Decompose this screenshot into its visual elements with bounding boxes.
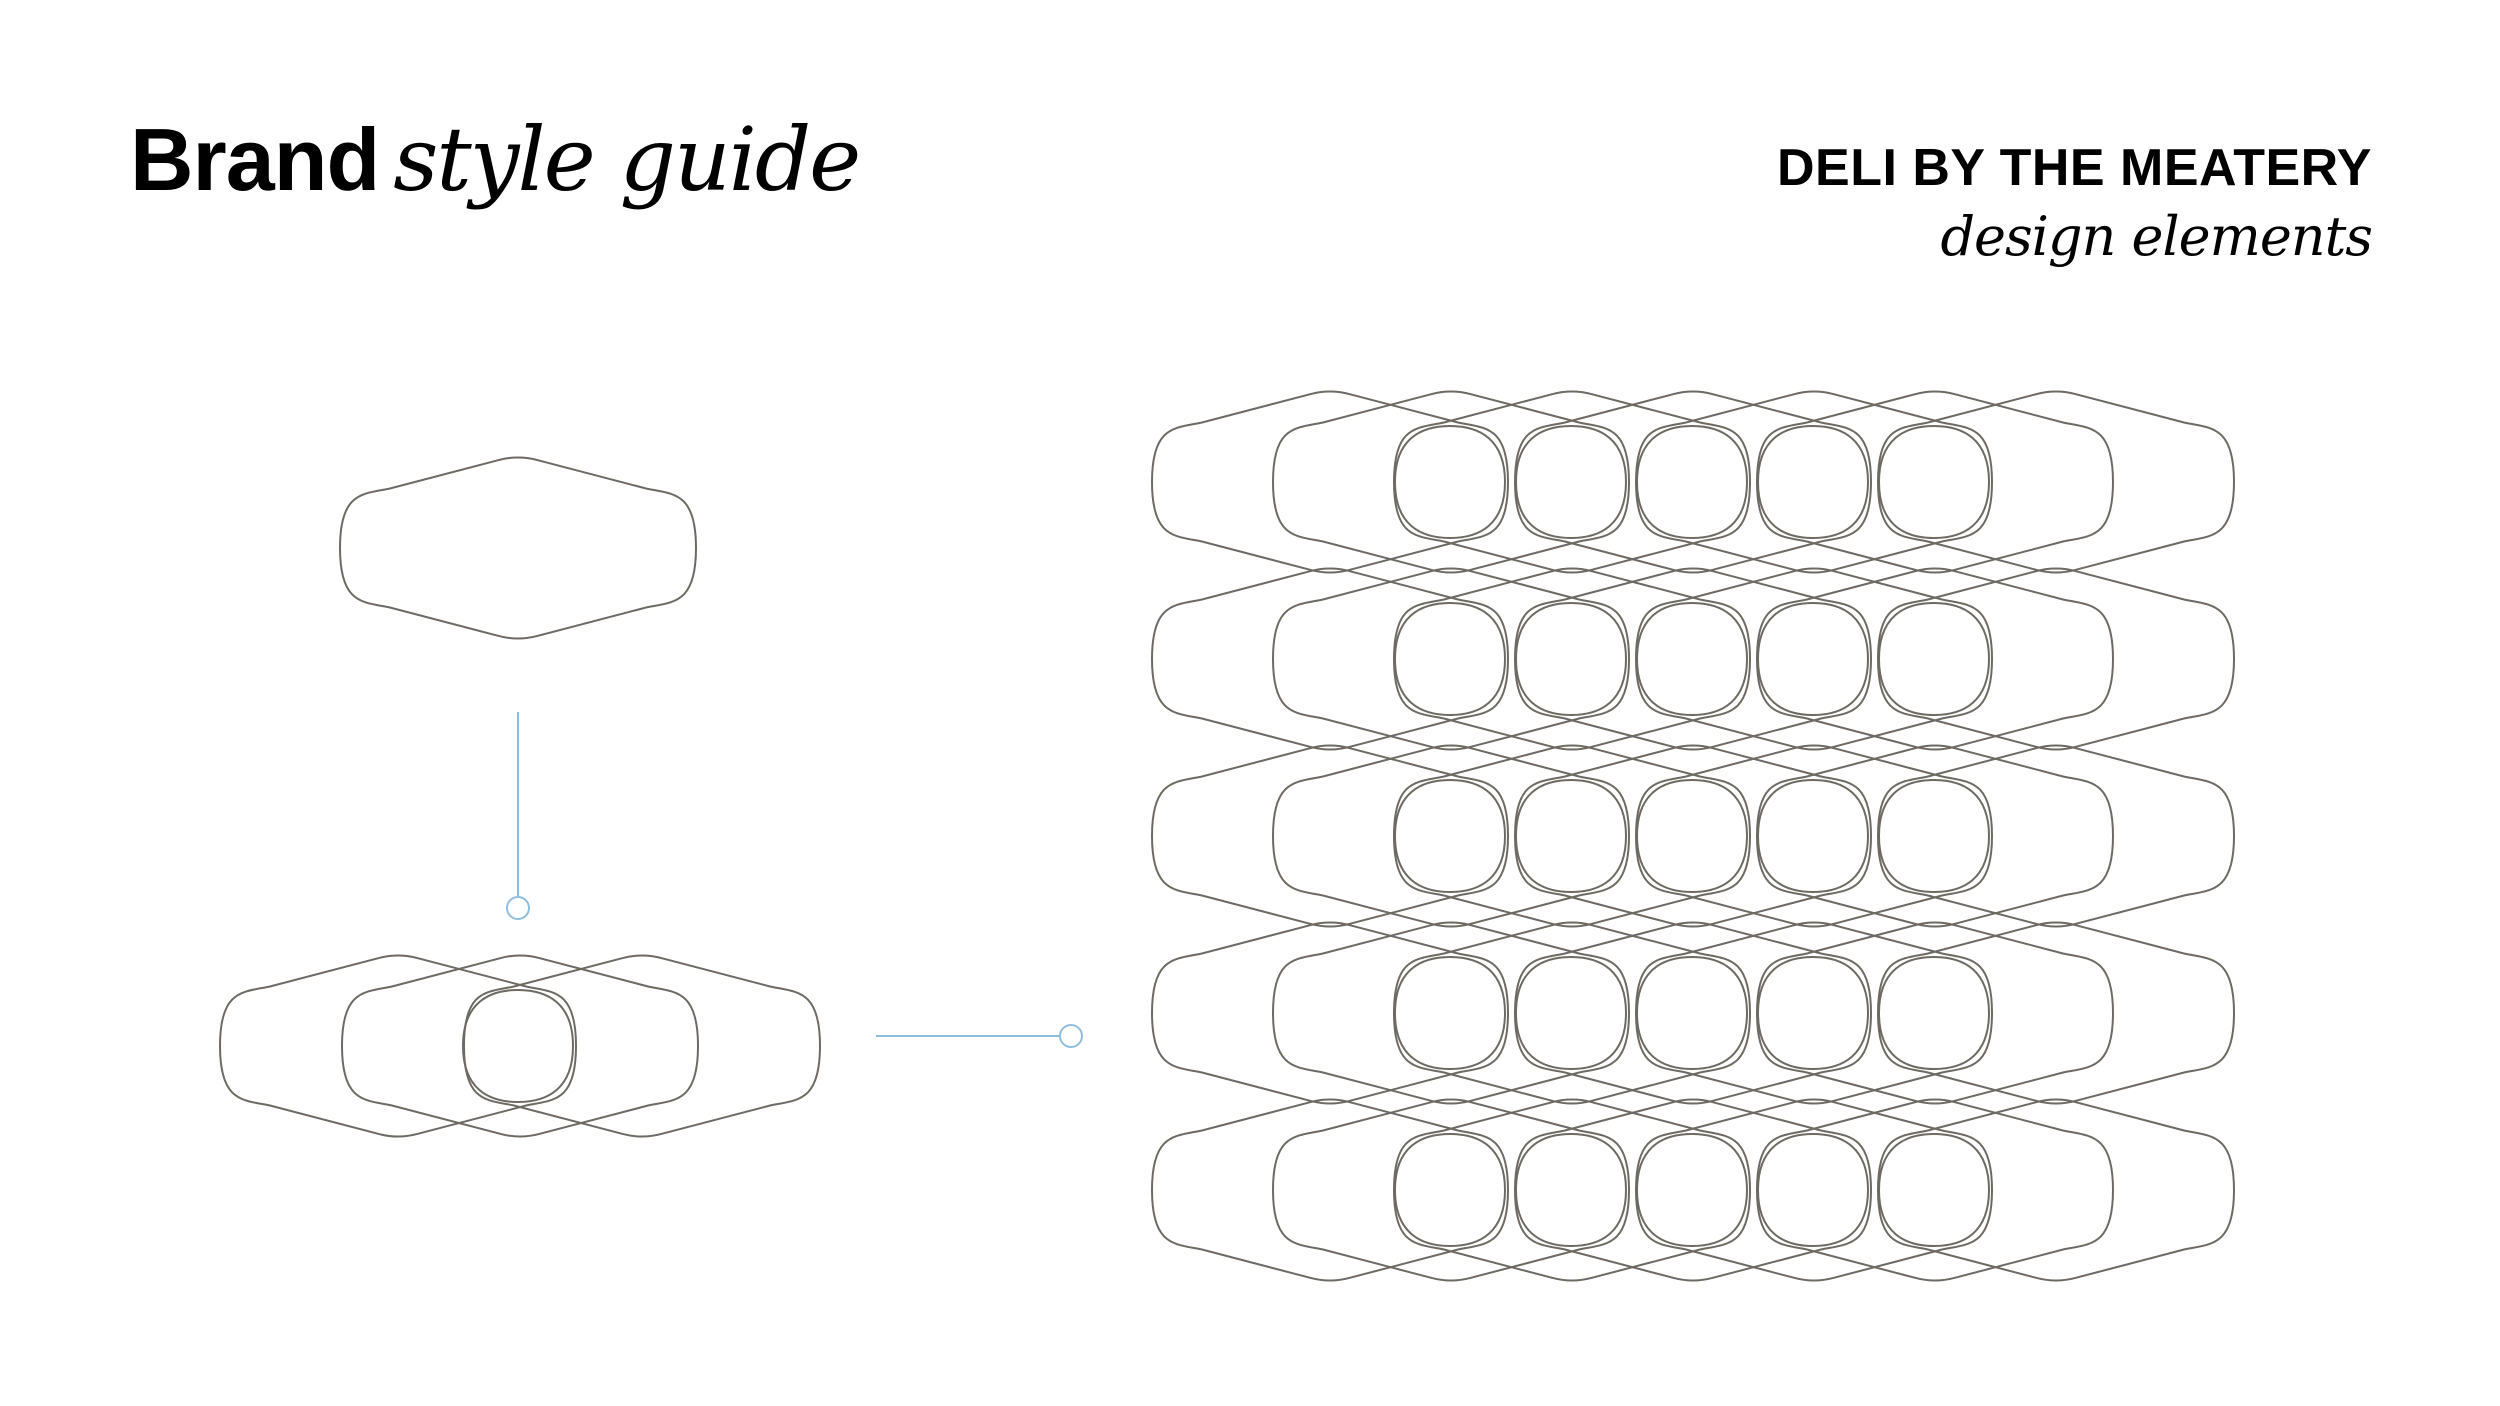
pattern-oval xyxy=(1514,424,1628,540)
pattern-oval xyxy=(1756,1132,1870,1248)
pattern-capsule xyxy=(1392,1098,1752,1282)
pattern-capsule xyxy=(1755,567,2115,751)
pattern-oval xyxy=(1514,601,1628,717)
pattern-oval xyxy=(1393,424,1507,540)
pattern-capsule xyxy=(1392,744,1752,928)
pattern-oval xyxy=(1756,955,1870,1071)
pattern-oval xyxy=(1393,955,1507,1071)
triple-capsule-left xyxy=(218,954,578,1138)
pattern-capsule xyxy=(1271,744,1631,928)
base-shape xyxy=(338,456,698,640)
pattern-capsule xyxy=(1634,744,1994,928)
pattern-capsule xyxy=(1634,567,1994,751)
triple-center-oval xyxy=(461,988,575,1104)
pattern-oval xyxy=(1393,778,1507,894)
pattern-capsule xyxy=(1634,921,1994,1105)
section-name: design elements xyxy=(1940,205,2373,269)
pattern-oval xyxy=(1877,424,1991,540)
pattern-oval xyxy=(1635,1132,1749,1248)
pattern-capsule xyxy=(1876,1098,2236,1282)
pattern-capsule xyxy=(1150,921,1510,1105)
pattern-capsule xyxy=(1271,1098,1631,1282)
pattern-capsule xyxy=(1513,744,1873,928)
pattern-capsule xyxy=(1634,1098,1994,1282)
pattern-capsule xyxy=(1271,567,1631,751)
pattern-capsule xyxy=(1392,390,1752,574)
pattern-oval xyxy=(1756,424,1870,540)
pattern-capsule xyxy=(1513,1098,1873,1282)
pattern-oval xyxy=(1635,955,1749,1071)
pattern-oval xyxy=(1756,601,1870,717)
style-guide-word: style guide xyxy=(393,108,861,211)
company-heading: DELI BY THE MEATERY design elements xyxy=(1776,139,2373,269)
pattern-capsule xyxy=(1634,390,1994,574)
pattern-oval xyxy=(1635,601,1749,717)
page-title: Brand style guide xyxy=(130,108,861,211)
triple-capsule-center xyxy=(340,954,700,1138)
pattern-capsule xyxy=(1392,567,1752,751)
pattern-oval xyxy=(1514,955,1628,1071)
pattern-oval xyxy=(1393,1132,1507,1248)
pattern-capsule xyxy=(1755,390,2115,574)
pattern-capsule xyxy=(1513,390,1873,574)
pattern-oval xyxy=(1877,1132,1991,1248)
pattern-grid xyxy=(1150,390,2236,1282)
pattern-capsule xyxy=(1513,921,1873,1105)
pattern-oval xyxy=(1877,955,1991,1071)
pattern-capsule xyxy=(1755,744,2115,928)
connector-horizontal xyxy=(876,1024,1083,1048)
pattern-oval xyxy=(1393,601,1507,717)
base-capsule-outline xyxy=(338,456,698,640)
triple-shape-group xyxy=(218,954,822,1138)
pattern-capsule xyxy=(1392,921,1752,1105)
pattern-oval xyxy=(1877,778,1991,894)
brand-word: Brand xyxy=(130,110,380,209)
pattern-capsule xyxy=(1271,921,1631,1105)
pattern-capsule xyxy=(1271,390,1631,574)
pattern-capsule xyxy=(1876,744,2236,928)
connector-node-vertical xyxy=(506,896,530,920)
pattern-oval xyxy=(1635,424,1749,540)
company-name: DELI BY THE MEATERY xyxy=(1776,139,2372,197)
pattern-capsule xyxy=(1876,390,2236,574)
pattern-capsule xyxy=(1150,390,1510,574)
connector-vertical xyxy=(506,712,530,920)
pattern-capsule xyxy=(1150,1098,1510,1282)
pattern-capsule xyxy=(1876,567,2236,751)
pattern-oval xyxy=(1756,778,1870,894)
pattern-capsule xyxy=(1150,567,1510,751)
pattern-oval xyxy=(1514,778,1628,894)
triple-capsule-right xyxy=(462,954,822,1138)
pattern-capsule xyxy=(1513,567,1873,751)
pattern-capsule xyxy=(1876,921,2236,1105)
pattern-oval xyxy=(1635,778,1749,894)
pattern-oval xyxy=(1877,601,1991,717)
pattern-capsule xyxy=(1755,1098,2115,1282)
pattern-capsule xyxy=(1755,921,2115,1105)
pattern-oval xyxy=(1514,1132,1628,1248)
pattern-capsule xyxy=(1150,744,1510,928)
connector-node-horizontal xyxy=(1059,1024,1083,1048)
